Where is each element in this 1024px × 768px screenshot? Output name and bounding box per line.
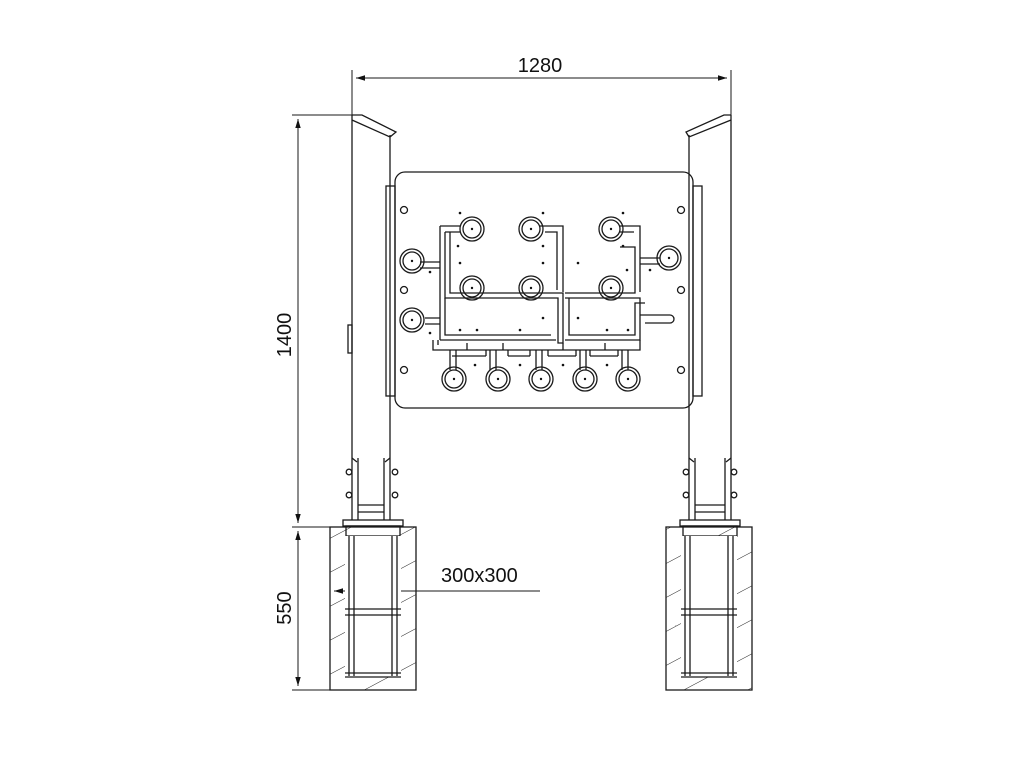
- screw-dots: [428, 211, 652, 367]
- cup: [615, 366, 641, 392]
- left-foundation: [329, 526, 417, 691]
- cup: [598, 216, 624, 242]
- maze-tracks: [420, 225, 675, 370]
- ball-cups: [399, 216, 682, 392]
- cup: [399, 248, 425, 274]
- cup: [459, 216, 485, 242]
- cup: [598, 275, 624, 301]
- cup: [518, 216, 544, 242]
- left-base-bracket: [342, 457, 404, 537]
- cup: [528, 366, 554, 392]
- width-dimension: 1280: [351, 55, 732, 118]
- depth-dimension-label: 550: [274, 591, 296, 624]
- cup: [572, 366, 598, 392]
- right-post: [685, 114, 732, 458]
- right-foundation: [665, 526, 753, 691]
- right-base-bracket: [679, 457, 741, 537]
- left-post: [347, 114, 398, 458]
- cup: [518, 275, 544, 301]
- cup: [485, 366, 511, 392]
- play-panel: [385, 171, 703, 409]
- cup: [399, 307, 425, 333]
- cup: [459, 275, 485, 301]
- depth-dimension: 550: [274, 531, 330, 691]
- width-dimension-label: 1280: [518, 55, 563, 77]
- height-dimension-label: 1400: [274, 313, 296, 358]
- cup: [656, 245, 682, 271]
- cup: [441, 366, 467, 392]
- foundation-section-label: 300x300: [441, 565, 518, 587]
- height-dimension: 1400: [274, 114, 352, 528]
